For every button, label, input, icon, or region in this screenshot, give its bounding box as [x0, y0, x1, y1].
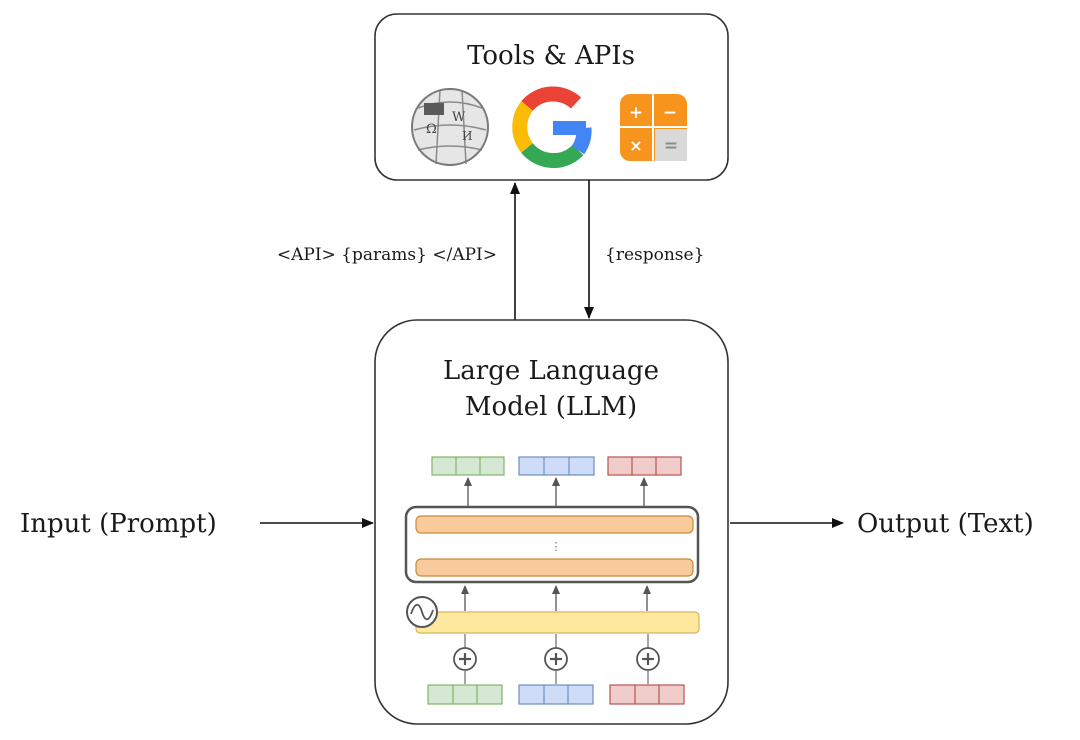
input-label: Input (Prompt) — [20, 509, 217, 539]
positional-encoding-icon — [406, 596, 438, 628]
transformer-layer-bottom — [415, 558, 694, 577]
embedding-layer — [415, 611, 700, 634]
input-token-green — [427, 684, 503, 705]
output-token-red — [607, 456, 682, 476]
input-token-red — [609, 684, 685, 705]
calc-plus: + — [629, 103, 643, 123]
calc-times: × — [629, 136, 642, 155]
svg-text:И: И — [462, 129, 472, 143]
output-label: Output (Text) — [857, 509, 1034, 539]
tools-box: Tools & APIs Ω W И — [374, 13, 729, 181]
tools-box-title: Tools & APIs — [467, 41, 635, 71]
api-call-label: <API> {params} </API> — [277, 245, 497, 265]
layers-ellipsis: ⋮ — [551, 540, 562, 553]
add-icon-left — [453, 647, 477, 671]
output-token-blue — [518, 456, 595, 476]
llm-title-line2: Model (LLM) — [465, 392, 637, 422]
add-icon-right — [636, 647, 660, 671]
calc-equals: = — [664, 136, 678, 156]
svg-text:W: W — [452, 110, 466, 125]
llm-box: Large Language Model (LLM) ⋮ — [374, 319, 729, 725]
wikipedia-icon: Ω W И — [411, 88, 489, 166]
add-icon-center — [544, 647, 568, 671]
response-label: {response} — [605, 245, 704, 265]
transformer-layer-top — [415, 515, 694, 534]
output-token-green — [431, 456, 505, 476]
google-icon — [512, 86, 592, 169]
calculator-icon: + − × = — [620, 94, 687, 161]
llm-title-line1: Large Language — [443, 356, 659, 386]
svg-text:Ω: Ω — [426, 122, 437, 137]
calc-minus: − — [663, 103, 677, 123]
input-token-blue — [518, 684, 594, 705]
